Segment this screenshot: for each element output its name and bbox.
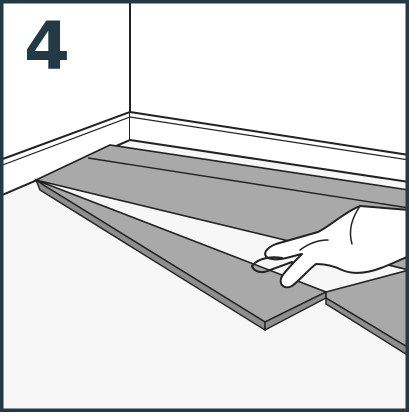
step-number: 4 (24, 14, 70, 80)
